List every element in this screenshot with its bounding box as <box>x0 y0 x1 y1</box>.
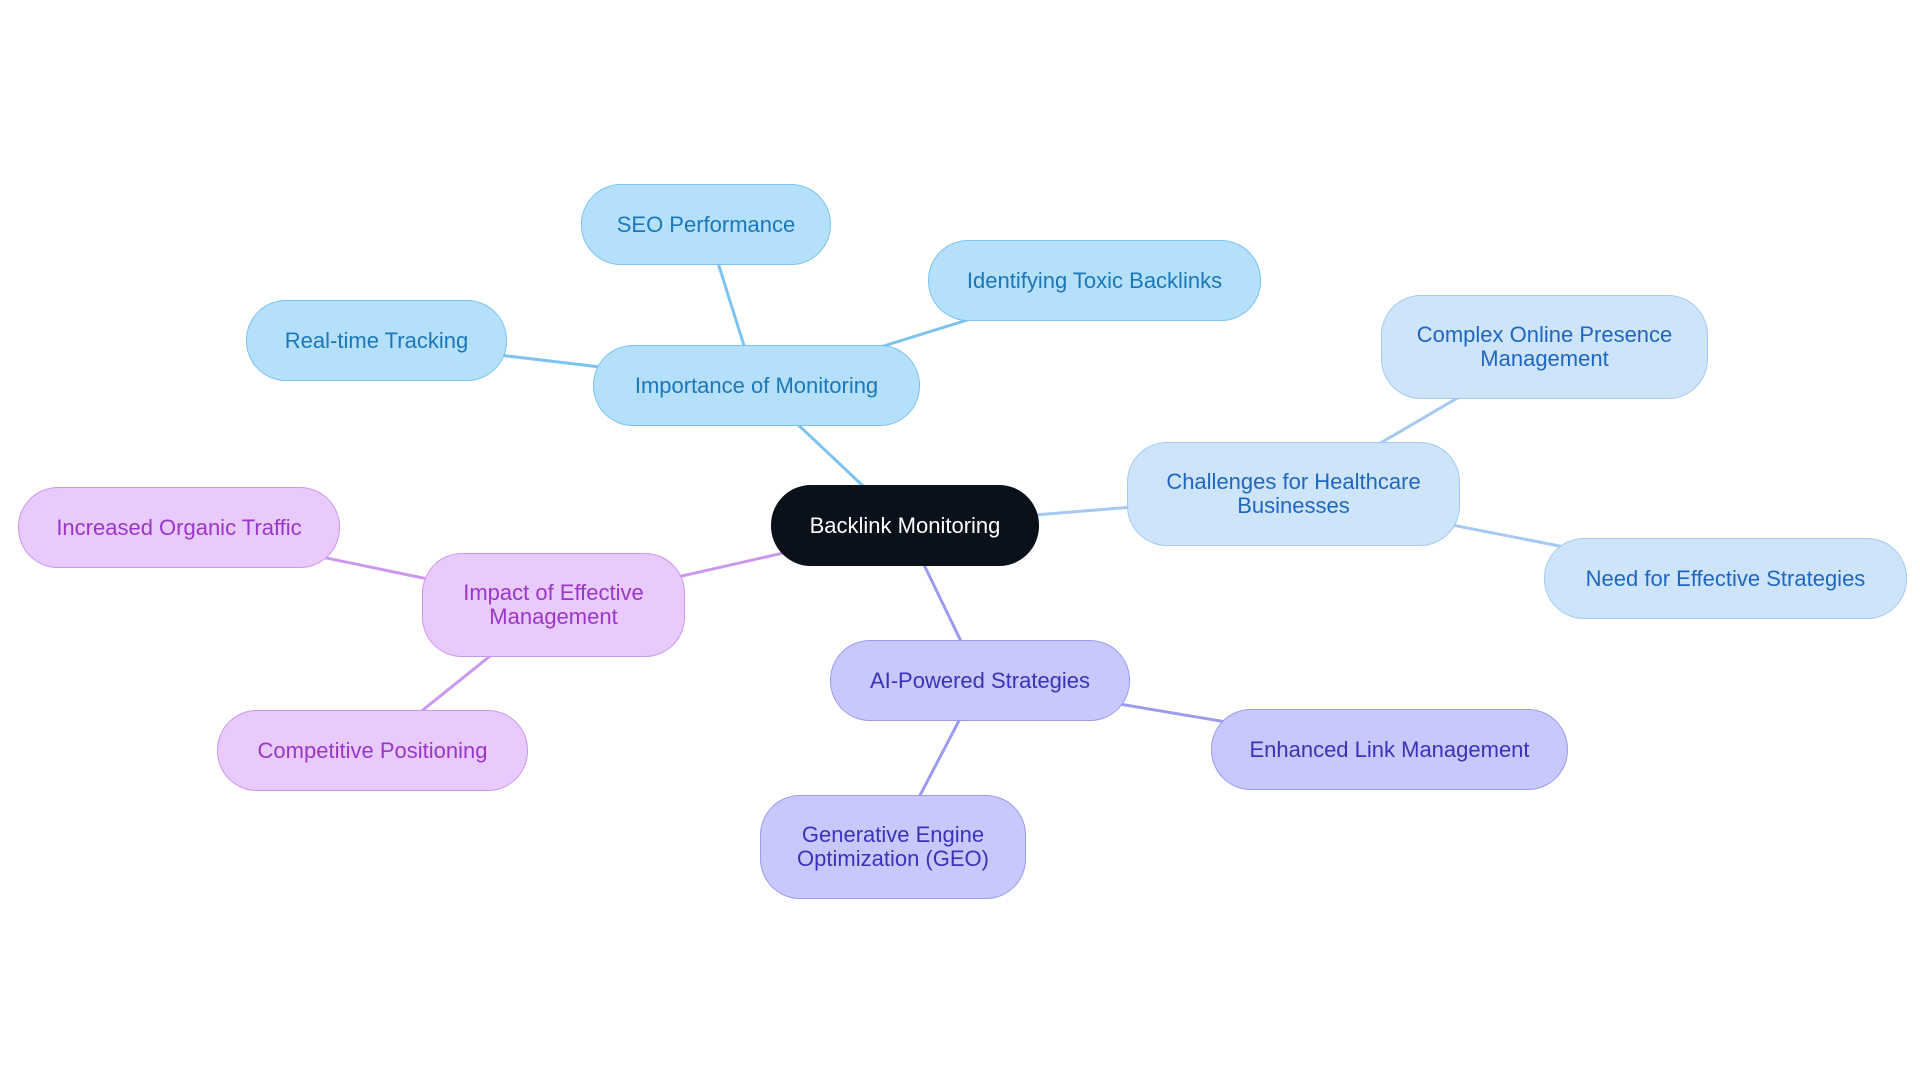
node-label: Need for Effective Strategies <box>1585 565 1866 591</box>
branch-node-ai-powered-strategies[interactable]: AI-Powered Strategies <box>830 640 1130 721</box>
leaf-node-enhanced-link-management[interactable]: Enhanced Link Management <box>1211 709 1568 790</box>
node-label: Impact of Effective Management <box>463 580 644 629</box>
branch-node-challenges-for-healthcare-businesses[interactable]: Challenges for Healthcare Businesses <box>1127 442 1460 546</box>
node-label: Enhanced Link Management <box>1249 736 1530 762</box>
leaf-node-complex-online-presence-management[interactable]: Complex Online Presence Management <box>1381 295 1708 399</box>
node-label: Challenges for Healthcare Businesses <box>1166 469 1421 518</box>
leaf-node-real-time-tracking[interactable]: Real-time Tracking <box>246 300 507 381</box>
leaf-node-generative-engine-optimization[interactable]: Generative Engine Optimization (GEO) <box>760 795 1026 899</box>
node-label: Importance of Monitoring <box>634 372 879 398</box>
branch-node-importance-of-monitoring[interactable]: Importance of Monitoring <box>593 345 920 426</box>
node-label: Identifying Toxic Backlinks <box>966 267 1223 293</box>
node-label: AI-Powered Strategies <box>869 667 1091 693</box>
node-label: SEO Performance <box>616 211 796 237</box>
node-label: Real-time Tracking <box>284 327 469 353</box>
leaf-node-competitive-positioning[interactable]: Competitive Positioning <box>217 710 528 791</box>
root-node-backlink-monitoring[interactable]: Backlink Monitoring <box>771 485 1039 566</box>
node-label: Increased Organic Traffic <box>56 514 302 540</box>
node-label: Generative Engine Optimization (GEO) <box>797 822 989 871</box>
leaf-node-need-for-effective-strategies[interactable]: Need for Effective Strategies <box>1544 538 1907 619</box>
leaf-node-increased-organic-traffic[interactable]: Increased Organic Traffic <box>18 487 340 568</box>
node-label: Complex Online Presence Management <box>1416 322 1673 371</box>
branch-node-impact-of-effective-management[interactable]: Impact of Effective Management <box>422 553 685 657</box>
node-label: Competitive Positioning <box>257 737 488 763</box>
node-label: Backlink Monitoring <box>809 512 1001 538</box>
leaf-node-identifying-toxic-backlinks[interactable]: Identifying Toxic Backlinks <box>928 240 1261 321</box>
leaf-node-seo-performance[interactable]: SEO Performance <box>581 184 831 265</box>
